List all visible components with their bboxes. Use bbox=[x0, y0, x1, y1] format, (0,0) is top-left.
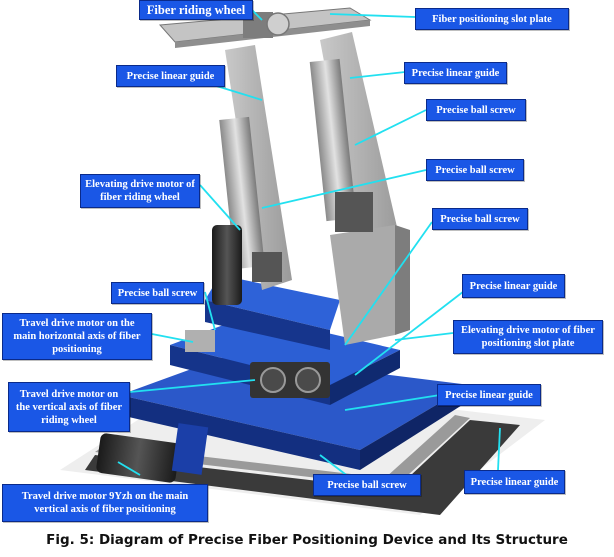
leader-screw-4 bbox=[204, 291, 216, 331]
base-top bbox=[120, 355, 470, 450]
leader-9yzh bbox=[117, 461, 141, 476]
leader-vertical-motor bbox=[129, 379, 256, 393]
leader-riding-wheel bbox=[251, 9, 263, 21]
leader-horizontal-motor bbox=[151, 333, 194, 343]
leader-lines bbox=[117, 9, 501, 481]
base-side bbox=[360, 385, 470, 470]
label-precise-linear-guide-1: Precise linear guide bbox=[116, 65, 225, 87]
label-elevating-motor-slot-plate: Elevating drive motor of fiber positioni… bbox=[453, 320, 603, 354]
device-illustration bbox=[60, 7, 545, 515]
label-precise-linear-guide-2: Precise linear guide bbox=[404, 62, 507, 84]
base-front bbox=[120, 395, 360, 470]
leader-screw-3 bbox=[344, 221, 433, 346]
bottom-motor-mount bbox=[171, 423, 209, 475]
middle-carriage-top bbox=[170, 315, 400, 385]
label-precise-ball-screw-3: Precise ball screw bbox=[432, 208, 528, 230]
label-precise-ball-screw-5: Precise ball screw bbox=[313, 474, 421, 496]
middle-carriage-side bbox=[330, 350, 400, 405]
label-fiber-riding-wheel: Fiber riding wheel bbox=[139, 0, 253, 20]
label-precise-linear-guide-5: Precise linear guide bbox=[464, 470, 565, 494]
label-precise-ball-screw-4: Precise ball screw bbox=[111, 282, 204, 304]
riding-wheel-disk bbox=[266, 12, 290, 36]
figure-caption: Fig. 5: Diagram of Precise Fiber Positio… bbox=[46, 532, 568, 548]
right-ball-screw bbox=[309, 58, 357, 222]
elevating-motor bbox=[212, 225, 242, 305]
bottom-motor bbox=[96, 433, 180, 483]
leader-guide-4 bbox=[344, 394, 441, 411]
right-housing-side bbox=[395, 225, 410, 335]
leader-guide-2 bbox=[349, 71, 406, 79]
upper-carriage-front bbox=[205, 300, 330, 350]
leader-slot-plate bbox=[329, 13, 416, 18]
leader-guide-5 bbox=[497, 427, 501, 471]
base-rail-top bbox=[95, 415, 470, 487]
label-travel-motor-horizontal: Travel drive motor on the main horizonta… bbox=[2, 313, 152, 360]
leader-guide-3 bbox=[354, 287, 469, 376]
leader-elevating-motor bbox=[199, 184, 241, 231]
left-ball-screw bbox=[219, 116, 265, 270]
label-travel-motor-9yzh: Travel drive motor 9Yzh on the main vert… bbox=[2, 484, 208, 522]
label-precise-ball-screw-1: Precise ball screw bbox=[426, 99, 526, 121]
label-precise-linear-guide-4: Precise linear guide bbox=[437, 384, 541, 406]
left-screw-coupling bbox=[252, 252, 282, 282]
right-screw-coupling bbox=[335, 192, 373, 232]
label-precise-ball-screw-2: Precise ball screw bbox=[426, 159, 524, 181]
wheel-gear-right bbox=[295, 367, 321, 393]
left-post bbox=[225, 45, 292, 290]
leader-screw-1 bbox=[354, 109, 427, 146]
horizontal-motor bbox=[185, 330, 215, 352]
label-elevating-motor-wheel: Elevating drive motor of fiber riding wh… bbox=[80, 174, 200, 208]
label-fiber-positioning-slot-plate: Fiber positioning slot plate bbox=[415, 8, 569, 30]
right-housing bbox=[330, 225, 395, 345]
leader-slot-motor bbox=[394, 332, 454, 341]
wheel-gear-left bbox=[260, 367, 286, 393]
label-precise-linear-guide-3: Precise linear guide bbox=[462, 274, 565, 298]
leader-screw-2 bbox=[261, 169, 427, 209]
label-travel-motor-vertical-wheel: Travel drive motor on the vertical axis … bbox=[8, 382, 130, 432]
